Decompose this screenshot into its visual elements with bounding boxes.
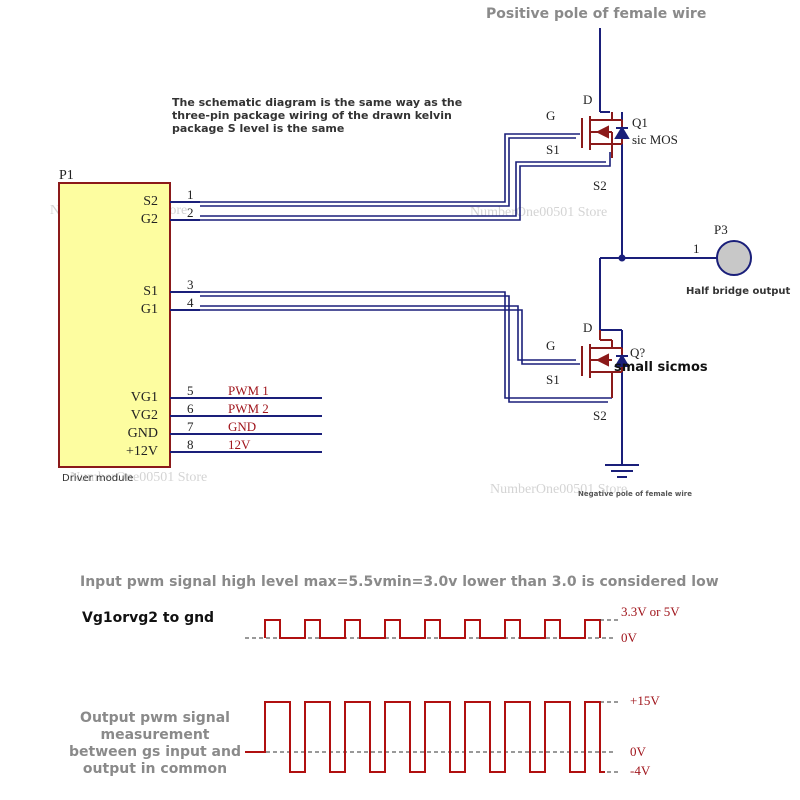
mosfet-q1-symbol	[581, 112, 630, 158]
q2-part: small sicmos	[614, 360, 708, 375]
net-label: PWM 2	[228, 401, 269, 416]
connector-p1-caption: Driver module	[62, 473, 134, 484]
junction-dot	[618, 254, 626, 262]
watermark: NumberOne00501 Store	[70, 470, 208, 485]
connector-p3-pin: 1	[693, 241, 700, 256]
input-signal-label: Vg1orvg2 to gnd	[82, 610, 215, 626]
gate-source-wires	[200, 133, 612, 403]
q1-part: sic MOS	[632, 132, 678, 147]
output-zero-label: 0V	[630, 744, 646, 759]
output-waveform	[245, 701, 618, 773]
q2-s2-label: S2	[593, 408, 607, 423]
connector-p3-circle	[716, 240, 752, 276]
p1-pin-number: 8	[187, 437, 194, 452]
p1-pin-label: G2	[140, 212, 158, 227]
watermark: NumberOne00501 Store	[490, 482, 628, 497]
ground-symbol	[605, 464, 639, 478]
connector-p3-ref: P3	[714, 222, 728, 237]
p1-pin-number: 2	[187, 205, 194, 220]
p1-pin-number: 5	[187, 383, 194, 398]
q1-ref: Q1	[632, 115, 648, 130]
p1-pin-number: 1	[187, 187, 194, 202]
output-signal-label: Output pwm signal measurement between gs…	[69, 710, 241, 777]
input-signal-title: Input pwm signal high level max=5.5vmin=…	[80, 574, 719, 590]
q2-ref: Q?	[630, 345, 646, 360]
q1-s2-label: S2	[593, 178, 607, 193]
negative-pole-label: Negative pole of female wire	[578, 490, 692, 498]
p1-pin-number: 6	[187, 401, 194, 416]
q2-drain-label: D	[583, 320, 593, 335]
p1-pin-label: VG1	[130, 390, 158, 405]
p1-pin-label: G1	[140, 302, 158, 317]
p1-pin-label: +12V	[125, 444, 158, 459]
q1-gate-label: G	[546, 108, 556, 123]
q1-drain-label: D	[583, 92, 593, 107]
p1-pin-number: 3	[187, 277, 194, 292]
q2-s1-label: S1	[546, 372, 560, 387]
p1-pin-stubs	[170, 201, 322, 453]
p1-pin-number: 7	[187, 419, 194, 434]
q2-gate-label: G	[546, 338, 556, 353]
schematic-note: The schematic diagram is the same way as…	[172, 96, 463, 135]
p1-pin-label: VG2	[130, 408, 158, 423]
connector-p1-ref: P1	[59, 168, 74, 183]
power-rail	[599, 28, 720, 465]
positive-pole-label: Positive pole of female wire	[486, 6, 707, 22]
p1-pin-label: S1	[143, 284, 158, 299]
input-low-label: 0V	[621, 630, 637, 645]
mosfet-q2-symbol	[581, 330, 630, 398]
p1-pin-label: S2	[143, 194, 158, 209]
output-high-label: +15V	[630, 693, 660, 708]
connector-p1-body	[58, 182, 171, 468]
half-bridge-output-label: Half bridge output	[686, 286, 791, 297]
input-waveform	[245, 619, 618, 639]
net-label: 12V	[228, 437, 251, 452]
net-label: PWM 1	[228, 383, 269, 398]
input-high-label: 3.3V or 5V	[621, 604, 680, 619]
output-low-label: -4V	[630, 763, 651, 778]
net-label: GND	[228, 419, 257, 434]
p1-pin-label: GND	[127, 426, 158, 441]
q1-s1-label: S1	[546, 142, 560, 157]
p1-pin-number: 4	[187, 295, 194, 310]
